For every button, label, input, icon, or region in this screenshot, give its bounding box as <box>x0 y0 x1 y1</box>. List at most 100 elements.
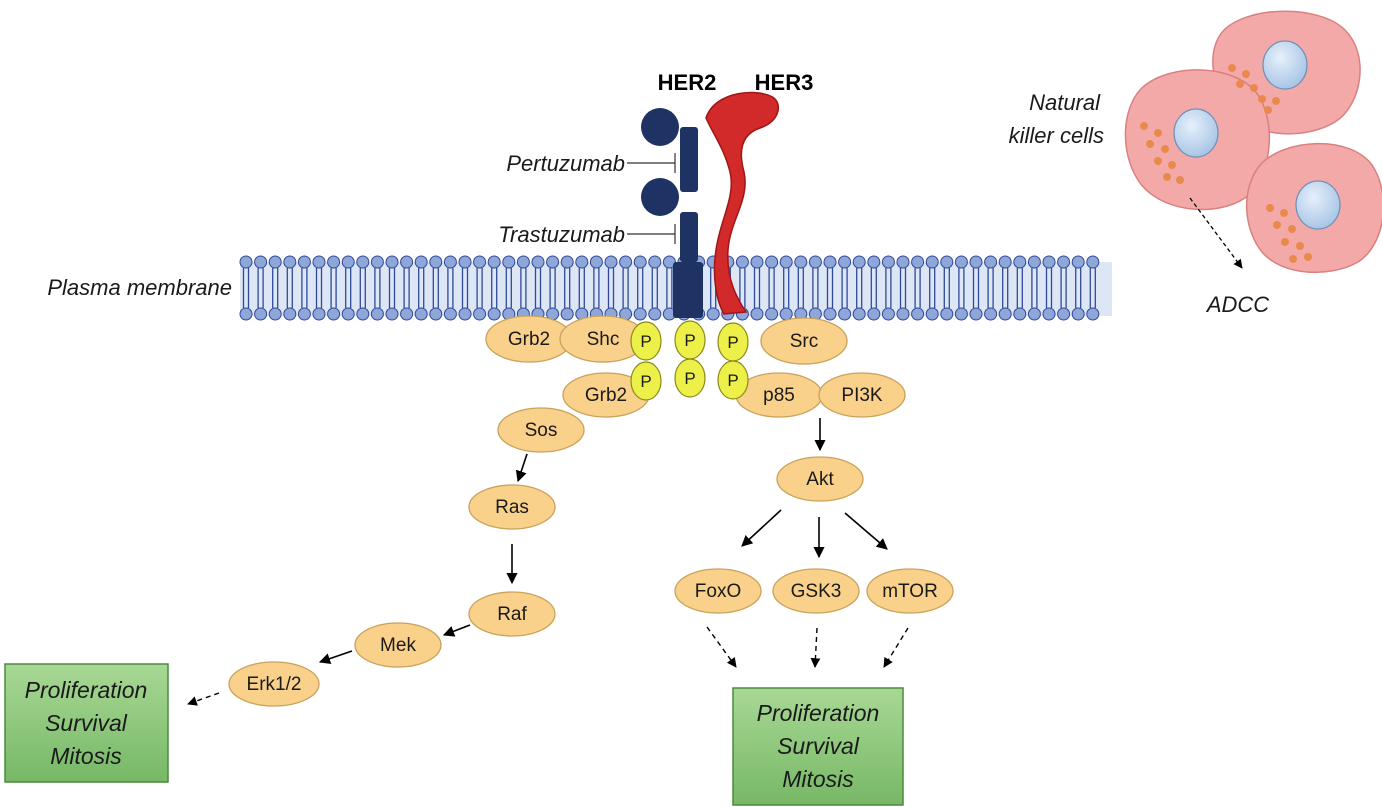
protein-mtor: mTOR <box>866 568 954 614</box>
lipid-head <box>370 307 384 321</box>
lipid-head <box>852 307 866 321</box>
lipid-tail <box>520 288 527 308</box>
lipid-tail <box>330 288 337 308</box>
lipid-head <box>969 255 983 269</box>
nk-granule <box>1242 70 1250 78</box>
lipid-tail <box>374 268 381 288</box>
nk-granule <box>1236 80 1244 88</box>
lipid-head <box>312 307 326 321</box>
lipid-tail <box>242 268 250 288</box>
lipid-head <box>560 307 574 321</box>
svg-text:P: P <box>640 372 651 391</box>
lipid-head <box>750 255 764 269</box>
lipid-head <box>954 307 968 321</box>
lipid-tail <box>461 288 469 308</box>
svg-text:Akt: Akt <box>806 469 834 490</box>
lipid-tail <box>753 288 761 308</box>
arrow-akt-mtor <box>844 512 888 550</box>
lipid-head <box>648 307 662 321</box>
nk-granule <box>1304 253 1312 261</box>
lipid-head <box>487 255 501 269</box>
pertuzumab-inhibitor-line <box>627 153 676 173</box>
lipid-head <box>385 255 399 269</box>
phosphate-4: P <box>630 361 662 401</box>
lipid-tail <box>345 268 352 288</box>
adcc-label: ADCC <box>1205 292 1269 317</box>
lipid-tail <box>958 288 965 308</box>
lipid-head <box>575 255 589 269</box>
natural-killer-cells <box>1124 10 1382 274</box>
lipid-tail <box>257 268 264 288</box>
arrow-akt-foxo <box>741 509 782 547</box>
lipid-head <box>239 307 253 321</box>
her2-receptor <box>641 108 703 318</box>
lipid-tail <box>768 268 775 288</box>
lipid-tail <box>856 288 863 308</box>
lipid-head <box>984 255 998 269</box>
outcome-left-line2: Survival <box>45 710 128 736</box>
lipid-tail <box>1016 288 1023 308</box>
pertuzumab-label: Pertuzumab <box>506 151 625 176</box>
lipid-tail <box>388 268 396 288</box>
lipid-tail <box>1060 288 1067 308</box>
lipid-tail <box>242 288 250 308</box>
lipid-tail <box>476 268 483 288</box>
lipid-tail <box>841 288 848 308</box>
lipid-head <box>516 255 530 269</box>
lipid-head <box>633 255 647 269</box>
lipid-head <box>940 255 954 269</box>
lipid-head <box>1086 307 1100 321</box>
nk-granule <box>1146 140 1154 148</box>
lipid-head <box>297 255 311 269</box>
lipid-tail <box>1045 268 1053 288</box>
lipid-tail <box>607 288 615 308</box>
lipid-head <box>984 307 998 321</box>
lipid-head <box>327 307 341 321</box>
lipid-head <box>1013 307 1027 321</box>
lipid-tail <box>826 288 834 308</box>
lipid-head <box>1071 255 1085 269</box>
lipid-tail <box>388 288 396 308</box>
lipid-tail <box>359 288 366 308</box>
lipid-head <box>911 307 925 321</box>
svg-text:Erk1/2: Erk1/2 <box>247 674 302 695</box>
nk-granule <box>1296 242 1304 250</box>
lipid-tail <box>753 268 761 288</box>
protein-gsk3: GSK3 <box>772 568 860 614</box>
lipid-head <box>414 255 428 269</box>
lipid-head <box>254 307 268 321</box>
lipid-head <box>838 255 852 269</box>
arrow-sos-ras <box>515 453 528 483</box>
svg-text:P: P <box>727 333 738 352</box>
lipid-head <box>268 255 282 269</box>
svg-text:Raf: Raf <box>497 604 527 625</box>
lipid-tail <box>1031 268 1038 288</box>
lipid-head <box>604 255 618 269</box>
lipid-tail <box>972 268 980 288</box>
lipid-tail <box>739 268 746 288</box>
lipid-tail <box>826 268 834 288</box>
nk-granule <box>1154 129 1162 137</box>
lipid-tail <box>987 288 994 308</box>
lipid-tail <box>783 288 790 308</box>
nk-nucleus-bottom <box>1295 180 1341 230</box>
phosphate-1: P <box>630 321 662 361</box>
lipid-head <box>589 255 603 269</box>
arrow-mek-erk <box>318 650 353 665</box>
nk-granule <box>1289 255 1297 263</box>
lipid-head <box>356 255 370 269</box>
lipid-tail <box>1075 288 1082 308</box>
lipid-tail <box>899 268 907 288</box>
lipid-tail <box>812 288 819 308</box>
outcome-right-line2: Survival <box>777 733 860 759</box>
lipid-head <box>429 255 443 269</box>
lipid-tail <box>914 268 921 288</box>
lipid-head <box>502 255 516 269</box>
lipid-head <box>648 255 662 269</box>
svg-text:FoxO: FoxO <box>695 581 741 602</box>
lipid-head <box>385 307 399 321</box>
lipid-tail <box>1002 288 1009 308</box>
lipid-head <box>531 255 545 269</box>
lipid-head <box>896 307 910 321</box>
lipid-tail <box>520 268 527 288</box>
